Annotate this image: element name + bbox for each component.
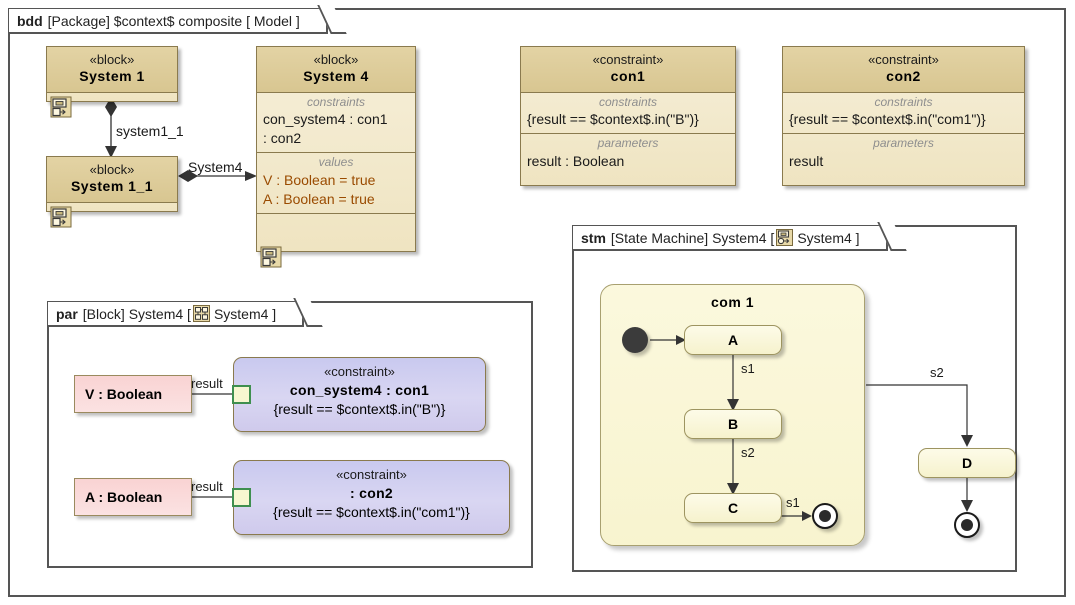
compartment-title: values: [318, 155, 354, 170]
block-con1[interactable]: «constraint» con1 constraints {result ==…: [520, 46, 736, 186]
bdd-frame-kind: bdd: [17, 12, 43, 29]
state-b[interactable]: B: [684, 409, 782, 439]
block-system4[interactable]: «block» System 4 constraints con_system4…: [256, 46, 416, 268]
block-badge-icon: [50, 206, 72, 228]
block-system1_1[interactable]: «block» System 1_1: [46, 156, 178, 228]
block-system1_1-header: «block» System 1_1: [47, 157, 177, 203]
pin-label-result-a: result: [191, 479, 223, 494]
transition-label-s2-region-d: s2: [930, 365, 944, 380]
transition-label-s2-bc: s2: [741, 445, 755, 460]
stm-frame-label-after: System4 ]: [797, 229, 860, 246]
block-system4-values-compartment: values V : Boolean = true A : Boolean = …: [257, 153, 415, 214]
block-con1-header: «constraint» con1: [521, 47, 735, 93]
transition-label-s1-cfinal: s1: [786, 495, 800, 510]
constraint-usage-name: : con2: [349, 484, 394, 501]
state-d[interactable]: D: [918, 448, 1016, 478]
constraint-usage-expression: {result == $context$.in("B")}: [273, 401, 446, 418]
compartment-title: parameters: [873, 136, 934, 151]
compartment-title: constraints: [874, 94, 933, 109]
block-con2-header: «constraint» con2: [783, 47, 1024, 93]
compartment-line: result: [789, 152, 824, 169]
block-system1_1-name: System 1_1: [70, 178, 154, 195]
block-badge-icon: [260, 246, 282, 268]
par-frame-tab: par [Block] System4 [ System4 ]: [48, 298, 323, 327]
compartment-title: parameters: [597, 136, 659, 151]
block-con2-parameters-compartment: parameters result: [783, 134, 1024, 174]
state-a[interactable]: A: [684, 325, 782, 355]
constraint-parameter-pin-v[interactable]: [232, 385, 251, 404]
block-con2-name: con2: [886, 68, 921, 85]
bdd-frame-label: [Package] $context$ composite [ Model ]: [47, 12, 300, 29]
property-v-boolean[interactable]: V : Boolean: [74, 375, 192, 413]
par-frame-label-after: System4 ]: [213, 305, 277, 322]
property-a-label: A : Boolean: [85, 489, 163, 505]
state-b-label: B: [727, 416, 739, 432]
stm-frame-label-before: [State Machine] System4 [: [610, 229, 775, 246]
property-a-boolean[interactable]: A : Boolean: [74, 478, 192, 516]
state-c[interactable]: C: [684, 493, 782, 523]
constraint-usage-con2[interactable]: «constraint» : con2 {result == $context$…: [233, 460, 510, 535]
constraint-usage-con-system4[interactable]: «constraint» con_system4 : con1 {result …: [233, 357, 486, 432]
par-frame-kind: par: [56, 305, 78, 322]
block-system1-stereotype: «block»: [89, 52, 135, 67]
compartment-line: {result == $context$.in("com1")}: [789, 111, 986, 128]
block-con2[interactable]: «constraint» con2 constraints {result ==…: [782, 46, 1025, 186]
compartment-line: : con2: [263, 130, 302, 147]
block-con2-constraints-compartment: constraints {result == $context$.in("com…: [783, 93, 1024, 135]
block-con1-stereotype: «constraint»: [592, 52, 664, 67]
stm-frame-kind: stm: [581, 229, 606, 246]
association-label-system4: System4: [188, 159, 243, 175]
par-frame-label-before: [Block] System4 [: [82, 305, 191, 322]
block-con1-constraints-compartment: constraints {result == $context$.in("B")…: [521, 93, 735, 135]
block-system4-constraints-compartment: constraints con_system4 : con1 : con2: [257, 93, 415, 154]
stm-frame-tab: stm [State Machine] System4 [ System4 ]: [573, 222, 907, 251]
final-node-outer[interactable]: [954, 512, 980, 538]
block-system4-stereotype: «block»: [313, 52, 359, 67]
compartment-line: V : Boolean = true: [263, 171, 376, 188]
block-system1[interactable]: «block» System 1: [46, 46, 178, 118]
constraint-parameter-pin-a[interactable]: [232, 488, 251, 507]
bdd-frame-tab: bdd [Package] $context$ composite [ Mode…: [9, 5, 347, 34]
compartment-line: A : Boolean = true: [263, 190, 375, 207]
frame-tab-clip: [876, 222, 907, 251]
constraint-usage-stereotype: «constraint»: [336, 467, 407, 482]
block-definition-icon: [192, 305, 210, 322]
compartment-line: result : Boolean: [527, 152, 625, 169]
frame-tab-clip: [293, 298, 323, 327]
pin-label-result-v: result: [191, 376, 223, 391]
block-system1-name: System 1: [79, 68, 145, 85]
block-system4-name: System 4: [303, 68, 369, 85]
state-d-label: D: [961, 455, 973, 471]
frame-tab-clip: [317, 5, 347, 34]
constraint-usage-expression: {result == $context$.in("com1")}: [273, 504, 470, 521]
block-system4-header: «block» System 4: [257, 47, 415, 93]
compartment-line: {result == $context$.in("B")}: [527, 111, 699, 128]
state-machine-icon: [776, 229, 794, 246]
compartment-title: constraints: [306, 94, 366, 109]
block-system1_1-stereotype: «block»: [89, 162, 135, 177]
constraint-usage-name: con_system4 : con1: [289, 381, 430, 398]
region-com1-title: com 1: [711, 294, 754, 310]
constraint-usage-stereotype: «constraint»: [324, 364, 395, 379]
block-system1-header: «block» System 1: [47, 47, 177, 93]
compartment-line: con_system4 : con1: [263, 111, 388, 128]
compartment-title: constraints: [598, 94, 658, 109]
association-label-system1_1: system1_1: [116, 123, 184, 139]
transition-label-s1-ab: s1: [741, 361, 755, 376]
state-a-label: A: [727, 332, 739, 348]
block-con2-stereotype: «constraint»: [868, 52, 939, 67]
initial-node[interactable]: [622, 327, 648, 353]
final-node-inner[interactable]: [812, 503, 838, 529]
state-c-label: C: [727, 500, 739, 516]
property-v-label: V : Boolean: [85, 386, 163, 402]
block-badge-icon: [50, 96, 72, 118]
block-con1-parameters-compartment: parameters result : Boolean: [521, 134, 735, 174]
block-con1-name: con1: [610, 68, 646, 85]
